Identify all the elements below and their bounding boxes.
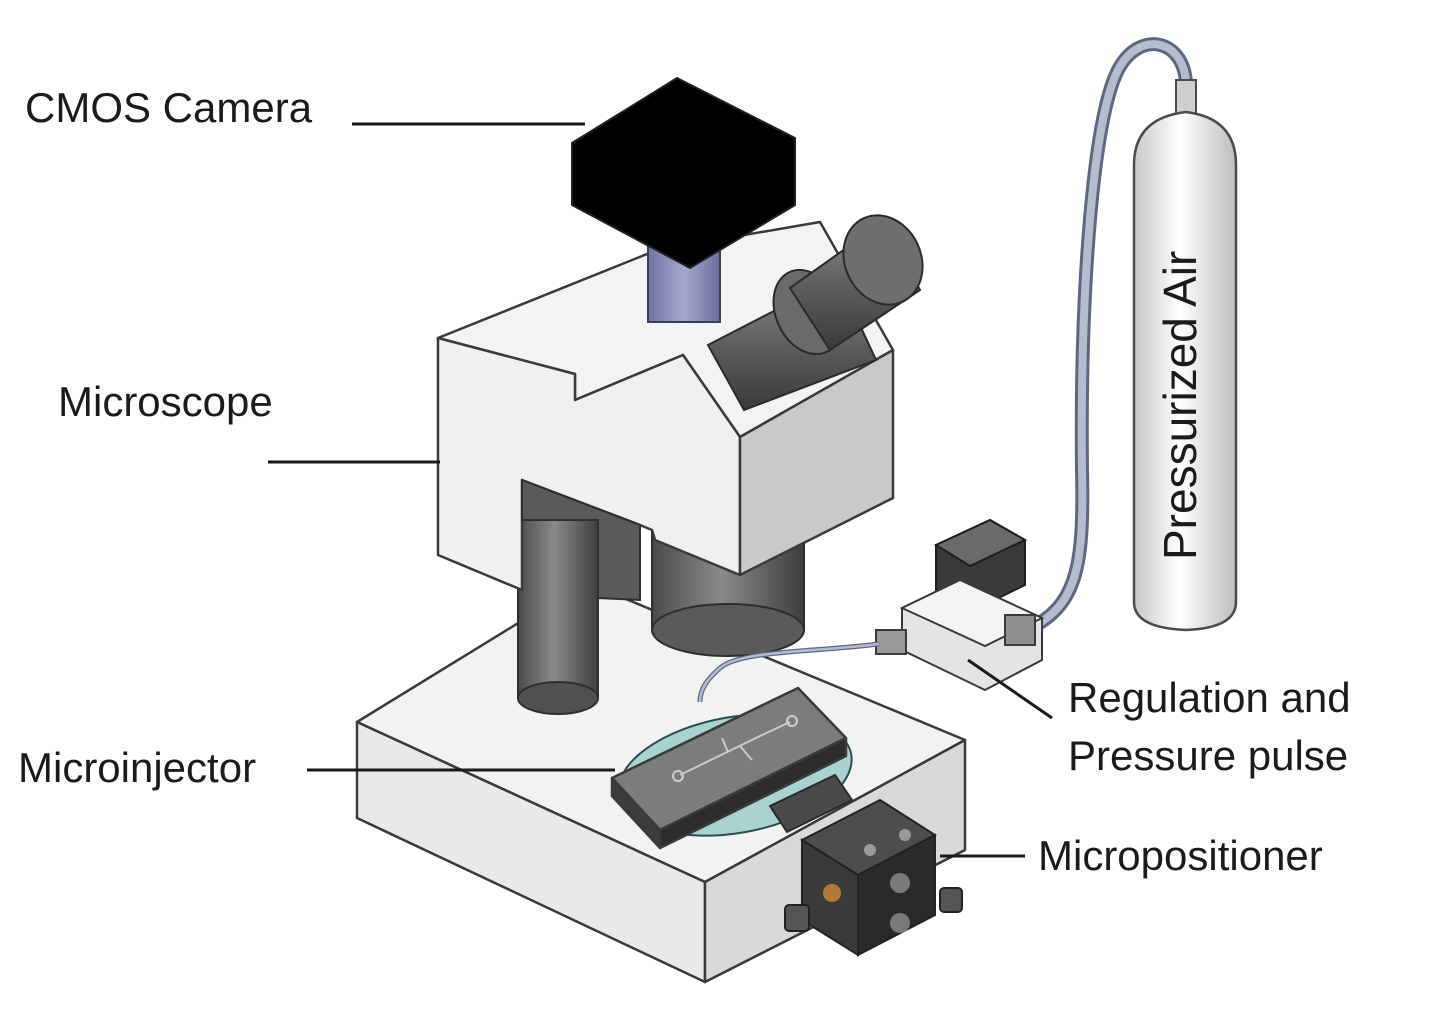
micropositioner-label: Micropositioner: [1038, 832, 1323, 879]
regulation-label-line2: Pressure pulse: [1068, 732, 1348, 779]
regulation-label-line1: Regulation and: [1068, 674, 1351, 721]
camera-label: CMOS Camera: [25, 84, 313, 131]
leader-lines: [268, 122, 1053, 858]
air-label: Pressurized Air: [1154, 251, 1206, 560]
air-hose: [1031, 37, 1193, 631]
microscope-pillar-left: [517, 519, 599, 715]
microinjector-chip: [610, 686, 854, 850]
regulation-valve: [697, 518, 1045, 703]
regulation-leader: [967, 658, 1053, 720]
cmos-camera: [571, 76, 796, 270]
micropositioner: [784, 798, 963, 957]
air-cylinder: Pressurized Air: [1132, 79, 1238, 632]
eyepieces: [706, 214, 924, 412]
microinjector-label: Microinjector: [18, 744, 256, 791]
microscope-label: Microscope: [58, 378, 273, 425]
